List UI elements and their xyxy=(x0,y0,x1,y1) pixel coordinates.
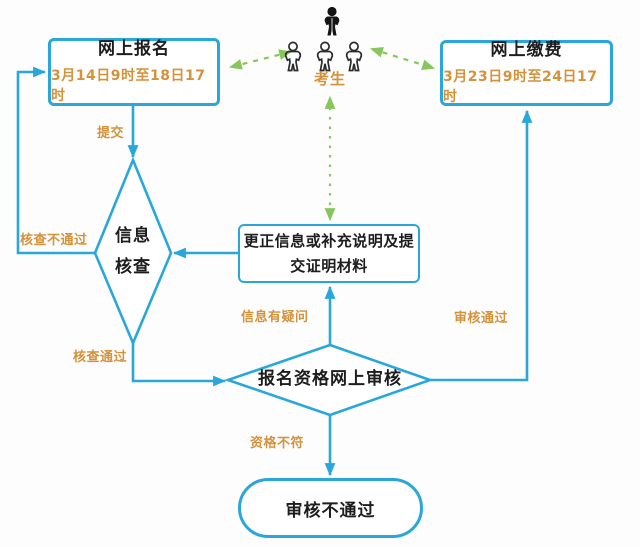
node-online-registration: 网上报名 3月14日9时至18日17时 xyxy=(48,38,220,106)
candidate-icon xyxy=(345,41,363,72)
edge-review-to-pay xyxy=(430,109,533,382)
edge-infocheck-to-review xyxy=(131,343,227,387)
node-review-failed: 审核不通过 xyxy=(238,478,423,538)
candidate-leader-icon xyxy=(324,6,340,36)
label-qualification-mismatch: 资格不符 xyxy=(250,436,305,451)
info-check-line1: 信息 xyxy=(115,225,151,246)
label-submit: 提交 xyxy=(97,126,125,141)
candidate-icon xyxy=(284,41,302,72)
label-candidates: 考生 xyxy=(313,70,346,88)
node-title: 网上缴费 xyxy=(490,39,563,60)
correction-line1: 更正信息或补充说明及提 xyxy=(243,231,415,250)
edge-checkfail-loop xyxy=(16,66,95,255)
node-correction: 更正信息或补充说明及提 交证明材料 xyxy=(238,224,420,283)
diamond-qualification-review xyxy=(223,343,434,417)
label-review-passed: 审核通过 xyxy=(454,311,509,326)
node-date: 3月14日9时至18日17时 xyxy=(51,68,206,105)
label-info-check: 信息 核查 xyxy=(95,218,171,286)
edge-candidates-pay xyxy=(369,47,436,70)
label-info-question: 信息有疑问 xyxy=(241,310,309,325)
label-check-failed: 核查不通过 xyxy=(20,233,88,248)
candidates-icon-group xyxy=(284,6,363,72)
node-date: 3月23日9时至24日17时 xyxy=(443,69,598,106)
correction-line2: 交证明材料 xyxy=(290,256,368,275)
review-failed-text: 审核不通过 xyxy=(285,500,376,521)
info-check-line2: 核查 xyxy=(115,257,151,277)
label-qualification-review: 报名资格网上审核 xyxy=(240,366,420,394)
label-check-passed: 核查通过 xyxy=(73,350,128,365)
edge-candidates-register xyxy=(228,49,293,70)
diamond-info-check xyxy=(93,156,173,347)
qualification-review-text: 报名资格网上审核 xyxy=(258,369,402,390)
candidate-icon xyxy=(316,41,334,72)
node-online-payment: 网上缴费 3月23日9时至24日17时 xyxy=(440,40,613,106)
node-title: 网上报名 xyxy=(98,38,170,59)
